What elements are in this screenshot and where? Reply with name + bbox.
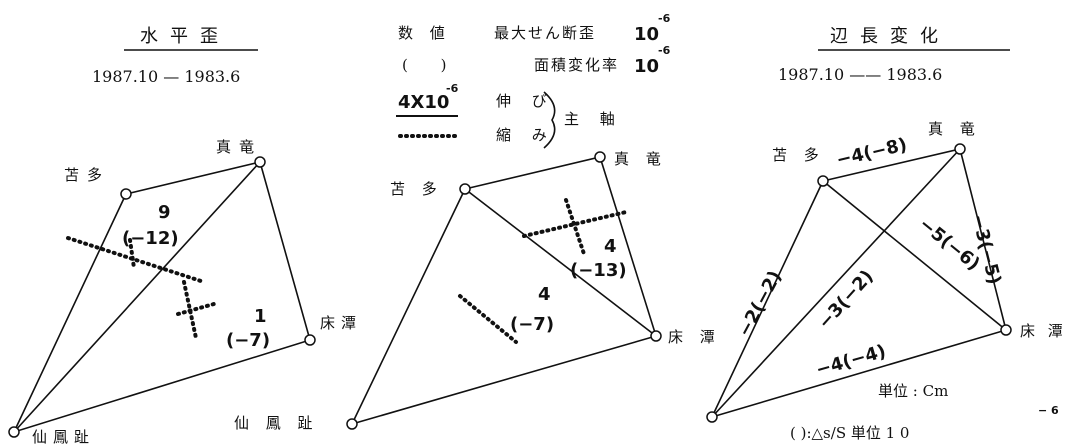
panel2-strain-b-paren: (−7) [510, 314, 554, 335]
panel1-label-mashinryu: 真竜 [216, 138, 262, 156]
panel2-label-mashinryu: 真 竜 [614, 150, 667, 168]
panel-strain-detail: 4 (−13) 4 (−7) 苫 多 真 竜 床 潭 仙 鳳 趾 [234, 150, 721, 432]
panel1-strain-a-value: 9 [158, 202, 171, 223]
panel1-strain-b-paren: (−7) [226, 330, 270, 351]
panel3-network-diagonal-2 [711, 148, 961, 418]
panel2-station-senpoushi [346, 418, 358, 430]
panel2-station-kuta [459, 183, 471, 195]
panel1-strain-a-paren: (−12) [122, 228, 179, 249]
panel1-station-senpoushi [8, 426, 20, 438]
panel2-strain-b-contraction [458, 294, 518, 344]
panel2-strain-a-paren: (−13) [570, 260, 627, 281]
panel3-unit-ratio-exp: − 6 [1038, 404, 1059, 417]
panel1-title: 水平歪 [140, 26, 230, 47]
panel1-label-senpoushi: 仙鳳趾 [32, 428, 95, 446]
legend: 数 値 最大せん断歪 10 -6 ( ) 面積変化率 10 -6 4X10 -6… [396, 12, 671, 149]
panel3-station-kuta [817, 175, 829, 187]
legend-principal-axis: 主 軸 [564, 110, 623, 128]
panel3-unit-ratio: ( ):△s/S 単位 1 0 [790, 424, 909, 442]
panel-horizontal-strain: 水平歪 1987.10 — 1983.6 9 (−12) 1 (−7) 苫多 真… [8, 26, 362, 446]
legend-scale-label: 4X10 [398, 92, 449, 113]
panel2-station-tokotan [650, 330, 662, 342]
legend-extension-label: 伸 び [496, 92, 555, 110]
panel3-network-diagonal-1 [822, 180, 1007, 331]
panel3-station-senpoushi [706, 411, 718, 423]
panel1-station-kuta [120, 188, 132, 200]
panel3-title: 辺長変化 [830, 26, 950, 47]
panel2-label-senpoushi: 仙 鳳 趾 [234, 414, 319, 432]
panel2-strain-a-contraction-short [564, 198, 586, 256]
panel1-label-tokotan: 床潭 [320, 314, 362, 332]
legend-contraction-label: 縮 み [496, 126, 555, 144]
panel1-strain-a-contraction-short [128, 238, 136, 270]
panel2-station-mashinryu [594, 151, 606, 163]
panel2-label-tokotan: 床 潭 [668, 328, 721, 346]
panel1-strain-a-contraction [66, 236, 206, 284]
legend-row1-unit: 10 [634, 24, 659, 45]
legend-row2-text: 面積変化率 [534, 56, 619, 74]
panel3-label-mashinryu: 真 竜 [928, 120, 981, 138]
panel3-station-mashinryu [954, 143, 966, 155]
panel1-strain-b-value: 1 [254, 306, 267, 327]
panel1-label-kuta: 苫多 [64, 166, 110, 184]
legend-brace [543, 91, 556, 149]
panel3-station-tokotan [1000, 324, 1012, 336]
panel3-edge-left: −2(−2) [734, 267, 786, 340]
panel1-station-mashinryu [254, 156, 266, 168]
panel1-strain-b-contraction-short [176, 302, 216, 316]
legend-col1-label: 数 値 [398, 24, 451, 42]
panel1-date: 1987.10 — 1983.6 [92, 67, 240, 86]
panel3-label-tokotan: 床 潭 [1020, 322, 1067, 340]
panel2-network-diagonal [464, 188, 657, 337]
legend-col1-paren: ( ) [402, 56, 460, 74]
panel3-edge-top: −4(−8) [834, 134, 909, 171]
panel3-date: 1987.10 —— 1983.6 [778, 65, 942, 84]
panel-side-length-change: 辺長変化 1987.10 —— 1983.6 −4(−8) −3(−5) −5(… [706, 26, 1067, 442]
legend-row2-unit: 10 [634, 56, 659, 77]
panel2-strain-b-value: 4 [538, 284, 551, 305]
panel1-station-tokotan [304, 334, 316, 346]
panel3-unit-cm: 単位 : Cm [878, 382, 948, 400]
panel3-edge-bottom: −4(−4) [814, 341, 889, 381]
panel2-strain-a-value: 4 [604, 236, 617, 257]
panel3-edge-diag2: −3(−2) [814, 266, 878, 333]
panel3-label-kuta: 苫 多 [772, 146, 825, 164]
legend-scale-exp: -6 [446, 82, 459, 95]
legend-row1-text: 最大せん断歪 [494, 24, 596, 42]
panel2-label-kuta: 苫 多 [390, 180, 443, 198]
panel1-network-diagonal [13, 161, 261, 433]
legend-row1-unit-exp: -6 [658, 12, 671, 25]
legend-row2-unit-exp: -6 [658, 44, 671, 57]
